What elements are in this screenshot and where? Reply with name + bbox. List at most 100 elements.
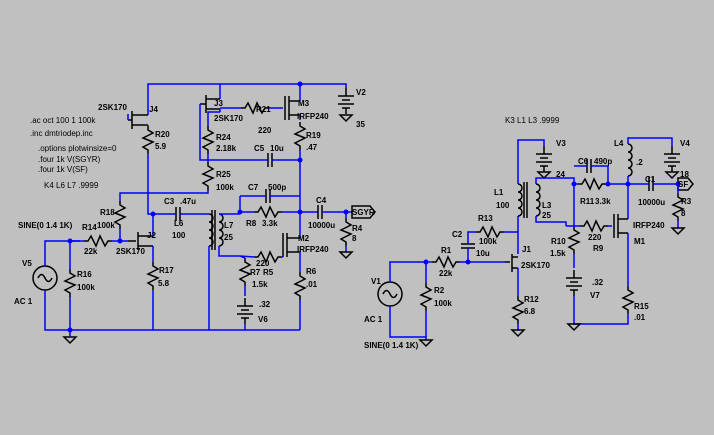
l1-name: L1 <box>494 188 504 197</box>
r24-name: R24 <box>216 133 231 142</box>
r6-value: .01 <box>306 280 318 289</box>
l6-name: L6 <box>174 219 184 228</box>
r4-value: 8 <box>352 234 357 243</box>
r20-name: R20 <box>155 130 170 139</box>
c6-name: C6 <box>578 157 589 166</box>
r8-value: 3.3k <box>262 219 278 228</box>
r1-value: 22k <box>439 269 453 278</box>
r20-value: 5.9 <box>155 142 167 151</box>
right-labels: V1 AC 1 SINE(0 1.4 1K) R1 22k R2 100k C2… <box>364 139 692 350</box>
inc-directive: .inc dmtriodep.inc <box>30 129 93 138</box>
c7-name: C7 <box>248 183 259 192</box>
v4-name: V4 <box>680 139 690 148</box>
r6-name: R6 <box>306 267 317 276</box>
right-circuit <box>377 137 694 347</box>
r10-name: R10 <box>551 237 566 246</box>
r5-name: R5 <box>263 268 274 277</box>
l1-value: 100 <box>496 201 510 210</box>
r19-value: .47 <box>306 143 318 152</box>
l3-value: 25 <box>542 211 551 220</box>
v7-value: .32 <box>592 278 604 287</box>
v5-ac: AC 1 <box>14 297 33 306</box>
l7-name: L7 <box>224 221 234 230</box>
r18-value: 100k <box>97 221 115 230</box>
l4-value: .2 <box>636 158 643 167</box>
r13-value: 100k <box>479 237 497 246</box>
v7-name: V7 <box>590 291 600 300</box>
v4-value: 18 <box>680 170 689 179</box>
v3-value: 24 <box>556 170 565 179</box>
j2-name: J2 <box>147 231 156 240</box>
j2-value: 2SK170 <box>116 247 145 256</box>
r19-name: R19 <box>306 131 321 140</box>
four1-directive: .four 1k V(SGYR) <box>38 155 101 164</box>
v6-value: .32 <box>259 300 271 309</box>
r2-name: R2 <box>434 286 445 295</box>
r3-value: 8 <box>681 209 686 218</box>
v1-ac: AC 1 <box>364 315 383 324</box>
r21-value: 220 <box>258 126 272 135</box>
ac-directive: .ac oct 100 1 100k <box>30 116 96 125</box>
left-circuit <box>32 81 376 344</box>
m1-name: M1 <box>634 237 646 246</box>
r11-name: R11 <box>580 197 595 206</box>
four2-directive: .four 1k V(SF) <box>38 165 88 174</box>
j3-value: 2SK170 <box>214 114 243 123</box>
r1-name: R1 <box>441 246 452 255</box>
k3-directive: K3 L1 L3 .9999 <box>505 116 560 125</box>
v1-name: V1 <box>371 277 381 286</box>
r9-value: 220 <box>588 233 602 242</box>
r15-name: R15 <box>634 302 649 311</box>
r12-name: R12 <box>524 295 539 304</box>
r25-name: R25 <box>216 170 231 179</box>
l4-name: L4 <box>614 139 624 148</box>
r18-name: R18 <box>100 208 115 217</box>
k4-directive: K4 L6 L7 .9999 <box>44 181 99 190</box>
r11-value: 3.3k <box>595 197 611 206</box>
m1-value: IRFP240 <box>633 221 665 230</box>
j4-value: 2SK170 <box>98 103 127 112</box>
j1-name: J1 <box>522 245 531 254</box>
r16-name: R16 <box>77 270 92 279</box>
c2-name: C2 <box>452 230 463 239</box>
r7-name: R7 <box>250 268 261 277</box>
c3-name: C3 <box>164 197 175 206</box>
l7-value: 25 <box>224 233 233 242</box>
v5-src: SINE(0 1.4 1K) <box>18 221 73 230</box>
r9-name: R9 <box>593 244 604 253</box>
m3-value: IRFP240 <box>297 112 329 121</box>
c4-value: 10000u <box>308 221 335 230</box>
sgyr-label: SGYR <box>352 208 375 217</box>
sf-label: SF <box>678 180 688 189</box>
r17-value: 5.8 <box>158 279 170 288</box>
l6-value: 100 <box>172 231 186 240</box>
r10-value: 1.5k <box>550 249 566 258</box>
r12-value: 6.8 <box>524 307 536 316</box>
r3-name: R3 <box>681 197 692 206</box>
j4-name: J4 <box>149 105 158 114</box>
r5-value: 220 <box>256 259 270 268</box>
c4-name: C4 <box>316 196 327 205</box>
r2-value: 100k <box>434 299 452 308</box>
c1-name: C1 <box>645 175 656 184</box>
r13-name: R13 <box>478 214 493 223</box>
j1-value: 2SK170 <box>521 261 550 270</box>
c7-value: 500p <box>268 183 286 192</box>
c5-value: 10u <box>270 144 284 153</box>
c6-value: 490p <box>594 157 612 166</box>
r14-name: R14 <box>82 223 97 232</box>
r15-value: .01 <box>634 313 646 322</box>
m2-value: IRFP240 <box>297 245 329 254</box>
r4-name: R4 <box>352 224 363 233</box>
v1-src: SINE(0 1.4 1K) <box>364 341 419 350</box>
left-labels: SINE(0 1.4 1K) V5 AC 1 R14 22k R16 100k … <box>14 88 375 324</box>
v6-name: V6 <box>258 315 268 324</box>
l3-name: L3 <box>542 201 552 210</box>
c1-value: 10000u <box>638 198 665 207</box>
r16-value: 100k <box>77 283 95 292</box>
v5-name: V5 <box>22 259 32 268</box>
r14-value: 22k <box>84 247 98 256</box>
r24-value: 2.18k <box>216 144 237 153</box>
r21-name: R21 <box>256 105 271 114</box>
